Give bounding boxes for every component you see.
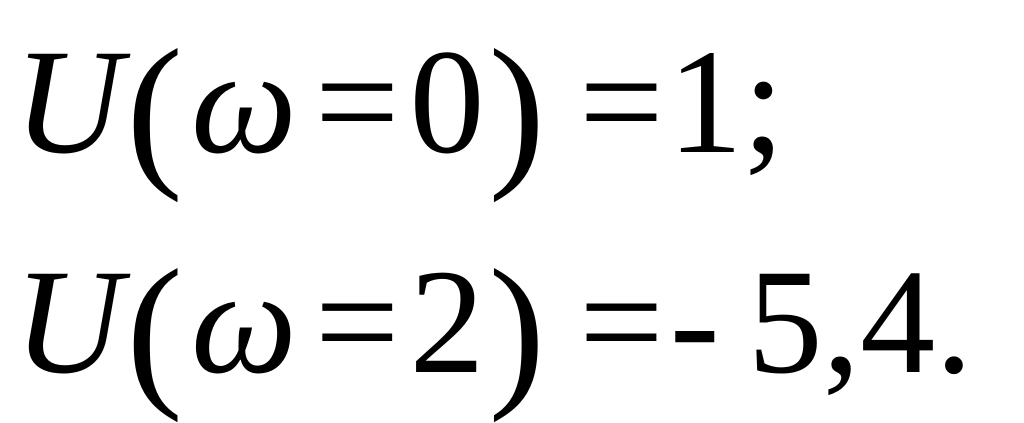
result-value: 1;	[667, 19, 785, 185]
omega-variable: ω	[190, 239, 297, 405]
argument-value: 2	[409, 239, 485, 405]
minus-sign: -	[669, 239, 720, 405]
function-symbol: U	[14, 19, 123, 185]
equals-sign: =	[579, 239, 664, 405]
result-value: 5,4.	[747, 239, 973, 405]
open-parenthesis: (	[126, 15, 183, 203]
equals-sign: =	[314, 19, 400, 185]
argument-value: 0	[409, 19, 485, 185]
equation-line-1: U ( ω = 0 ) = 1;	[14, 10, 785, 194]
close-parenthesis: )	[488, 235, 546, 423]
equals-sign: =	[579, 19, 664, 185]
close-parenthesis: )	[488, 15, 546, 203]
equals-sign: =	[314, 239, 400, 405]
open-parenthesis: (	[126, 235, 183, 423]
function-symbol: U	[14, 239, 123, 405]
omega-variable: ω	[190, 19, 297, 185]
equation-line-2: U ( ω = 2 ) = - 5,4.	[14, 230, 973, 414]
